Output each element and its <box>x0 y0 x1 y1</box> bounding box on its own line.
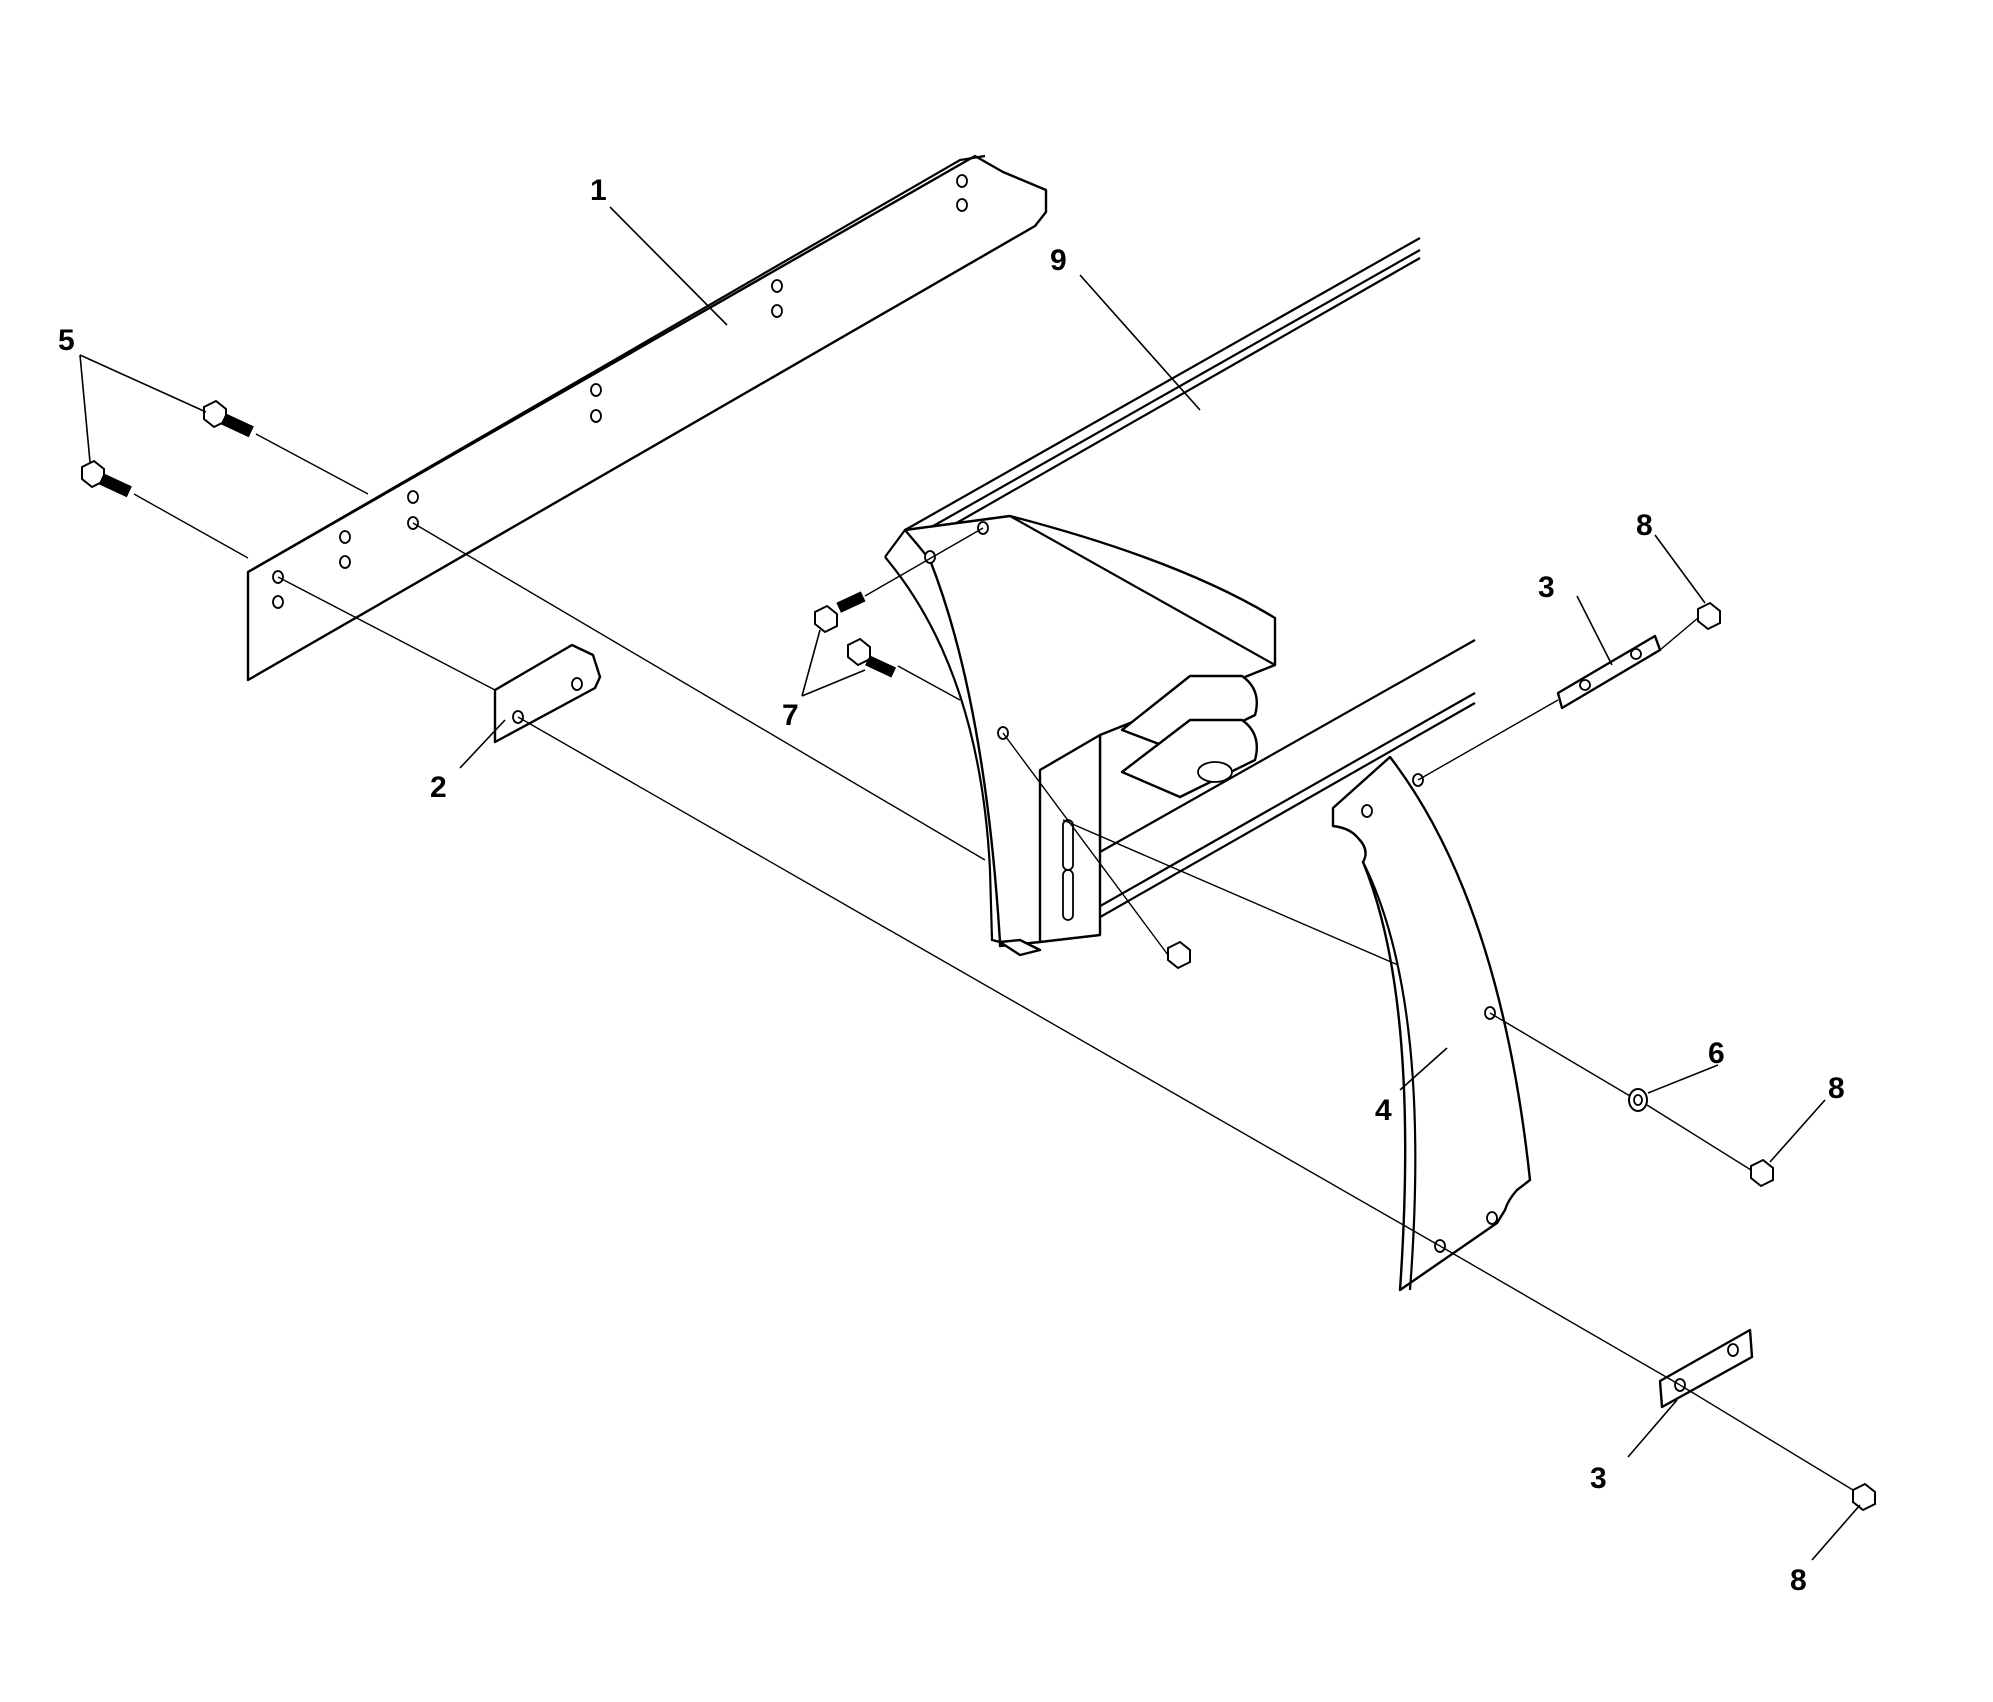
callout-7: 7 <box>782 699 799 732</box>
part-5-bolt-upper <box>203 399 254 438</box>
part-3-lower-strap <box>1658 1328 1754 1409</box>
part-2-small-plate <box>493 643 602 744</box>
callout-3-lower: 3 <box>1590 1462 1607 1495</box>
callout-labels: 1 2 3 3 4 5 6 7 8 8 8 9 <box>58 174 1845 1597</box>
upright-slotted-bracket <box>998 733 1102 957</box>
part-5-bolt-lower <box>81 459 132 498</box>
part-1-long-bar <box>246 154 1048 682</box>
callout-8-upper: 8 <box>1636 509 1653 542</box>
part-7-bolt-upper <box>814 591 866 634</box>
part-8-nut-lower <box>1852 1482 1876 1512</box>
part-9-frame-rail <box>884 237 1421 558</box>
callout-4: 4 <box>1375 1094 1392 1127</box>
callout-3-upper: 3 <box>1538 571 1555 604</box>
part-8-nut-middle <box>1750 1158 1774 1188</box>
frame-side-plate <box>884 514 1277 948</box>
part-8-nut-upper <box>1697 601 1721 631</box>
callout-8-middle: 8 <box>1828 1072 1845 1105</box>
callout-1: 1 <box>590 174 607 207</box>
callout-6: 6 <box>1708 1037 1725 1070</box>
callout-5: 5 <box>58 324 75 357</box>
callout-2: 2 <box>430 771 447 804</box>
part-7-bolt-lower <box>847 637 897 678</box>
frame-nut <box>1167 940 1191 970</box>
assembly-lead-lines <box>133 433 1854 1491</box>
callout-8-lower: 8 <box>1790 1564 1807 1597</box>
part-6-washer <box>1628 1088 1648 1112</box>
callout-9: 9 <box>1050 244 1067 277</box>
part-3-upper-strap <box>1556 634 1662 710</box>
part-4-curved-shield <box>1331 755 1532 1292</box>
frame-clevis-tabs <box>1120 674 1259 799</box>
callout-leaders <box>79 206 1861 1561</box>
